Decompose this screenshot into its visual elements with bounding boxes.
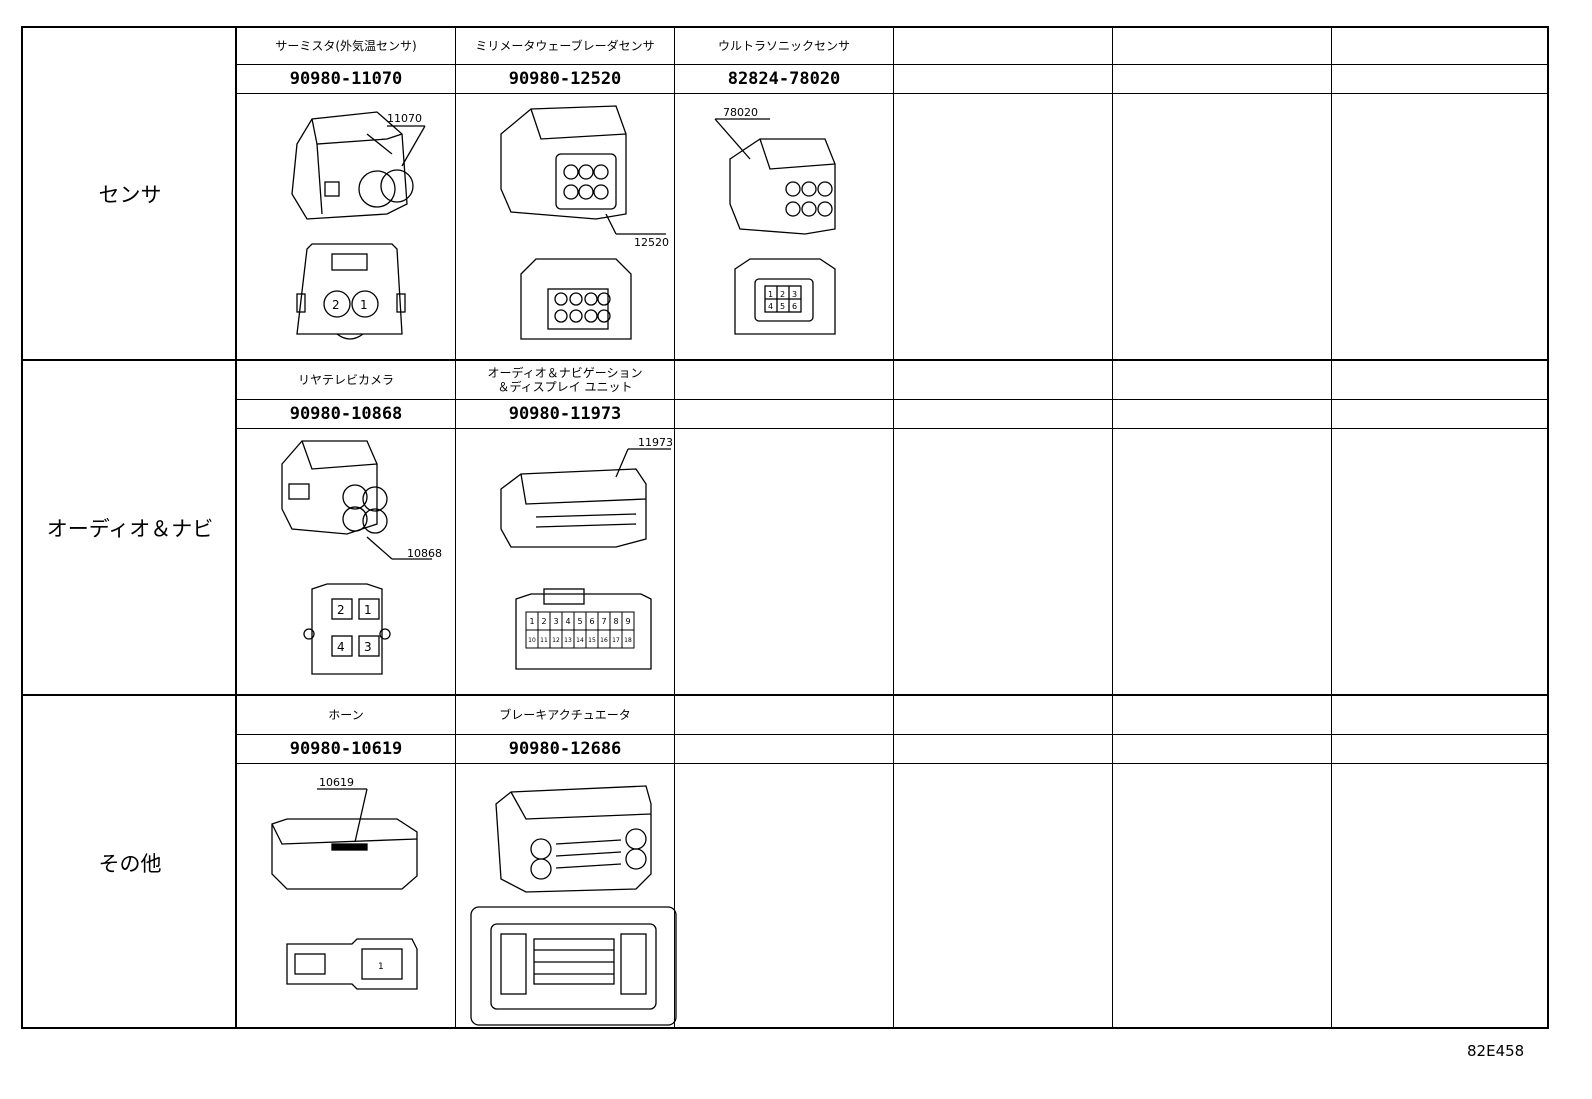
part-number: 90980-11070 bbox=[289, 69, 403, 89]
section-divider bbox=[23, 359, 1547, 361]
svg-text:2: 2 bbox=[337, 603, 345, 617]
table-divider bbox=[893, 28, 894, 1027]
connector-6pin-icon: 78020 1 2 3 4 5 6 bbox=[675, 94, 893, 359]
pin-label: 2 bbox=[541, 617, 546, 626]
pin-label: 11 bbox=[540, 637, 548, 644]
connector-name: ミリメータウェーブレーダセンサ bbox=[475, 39, 655, 53]
section-divider bbox=[23, 694, 1547, 696]
connector-4pin-icon: 10868 2 1 4 3 bbox=[237, 429, 455, 694]
svg-text:1: 1 bbox=[360, 298, 368, 312]
category-audio-navi: オーディオ＆ナビ bbox=[46, 516, 214, 541]
pin-label: 9 bbox=[625, 617, 630, 626]
part-number: 90980-10619 bbox=[289, 739, 403, 759]
figure-code: 82E458 bbox=[1467, 1042, 1525, 1060]
connector-2pin-icon: 11070 2 1 bbox=[237, 94, 455, 359]
svg-text:1: 1 bbox=[364, 603, 372, 617]
pin-label: 17 bbox=[612, 637, 620, 644]
pin-label: 6 bbox=[589, 617, 594, 626]
pin-label: 5 bbox=[577, 617, 582, 626]
table-divider bbox=[235, 93, 1547, 94]
svg-text:3: 3 bbox=[364, 640, 372, 654]
callout-label: 12520 bbox=[634, 236, 669, 249]
part-number: 90980-12520 bbox=[508, 69, 622, 89]
callout-label: 78020 bbox=[723, 106, 758, 119]
connector-name: オーディオ＆ナビゲーション ＆ディスプレイ ユニット bbox=[487, 366, 643, 394]
pin-label: 7 bbox=[601, 617, 606, 626]
svg-text:2: 2 bbox=[780, 290, 785, 299]
part-number: 90980-12686 bbox=[508, 739, 622, 759]
svg-text:4: 4 bbox=[337, 640, 345, 654]
category-sensor: センサ bbox=[98, 182, 162, 207]
category-other: その他 bbox=[98, 851, 162, 876]
pin-label: 3 bbox=[553, 617, 558, 626]
callout-label: 11070 bbox=[387, 112, 422, 125]
pin-label: 14 bbox=[576, 637, 584, 644]
pin-cell bbox=[621, 629, 635, 649]
callout-label: 11973 bbox=[638, 436, 673, 449]
connector-name: ウルトラソニックセンサ bbox=[717, 39, 850, 53]
table-divider bbox=[235, 428, 1547, 429]
svg-text:1: 1 bbox=[768, 290, 773, 299]
connector-name: リヤテレビカメラ bbox=[297, 373, 394, 387]
pin-label: 8 bbox=[613, 617, 618, 626]
pin-label: 18 bbox=[624, 637, 632, 644]
svg-text:1: 1 bbox=[378, 962, 384, 972]
connector-name: サーミスタ(外気温センサ) bbox=[275, 39, 417, 53]
table-divider bbox=[1331, 28, 1332, 1027]
table-divider bbox=[235, 399, 1547, 400]
pin-label: 10 bbox=[528, 637, 536, 644]
pin-label: 4 bbox=[565, 617, 570, 626]
table-divider bbox=[455, 28, 456, 1027]
connector-multipin-icon bbox=[456, 764, 677, 1029]
svg-text:6: 6 bbox=[792, 302, 797, 311]
svg-text:4: 4 bbox=[768, 302, 773, 311]
pin-label: 15 bbox=[588, 637, 596, 644]
svg-text:3: 3 bbox=[792, 290, 797, 299]
table-divider bbox=[235, 763, 1547, 764]
part-number: 90980-10868 bbox=[289, 404, 403, 424]
table-divider bbox=[235, 28, 237, 1027]
connector-name: ホーン bbox=[328, 708, 364, 722]
connector-name: ブレーキアクチュエータ bbox=[499, 708, 631, 722]
table-divider bbox=[674, 28, 675, 1027]
table-divider bbox=[235, 64, 1547, 65]
connector-table: センサ オーディオ＆ナビ その他 サーミスタ(外気温センサ) ミリメータウェーブ… bbox=[21, 26, 1549, 1029]
connector-1pin-icon: 10619 1 bbox=[237, 764, 455, 1029]
pin-label: 16 bbox=[600, 637, 608, 644]
pin-label: 1 bbox=[529, 617, 534, 626]
pin-label: 13 bbox=[564, 637, 572, 644]
pin-label: 12 bbox=[552, 637, 560, 644]
table-divider bbox=[1112, 28, 1113, 1027]
svg-text:2: 2 bbox=[332, 298, 340, 312]
table-divider bbox=[235, 734, 1547, 735]
connector-8pin-icon: 12520 bbox=[456, 94, 674, 359]
svg-text:5: 5 bbox=[780, 302, 785, 311]
part-number: 90980-11973 bbox=[508, 404, 622, 424]
part-number: 82824-78020 bbox=[727, 69, 841, 89]
callout-label: 10619 bbox=[319, 776, 354, 789]
callout-label: 10868 bbox=[407, 547, 442, 560]
